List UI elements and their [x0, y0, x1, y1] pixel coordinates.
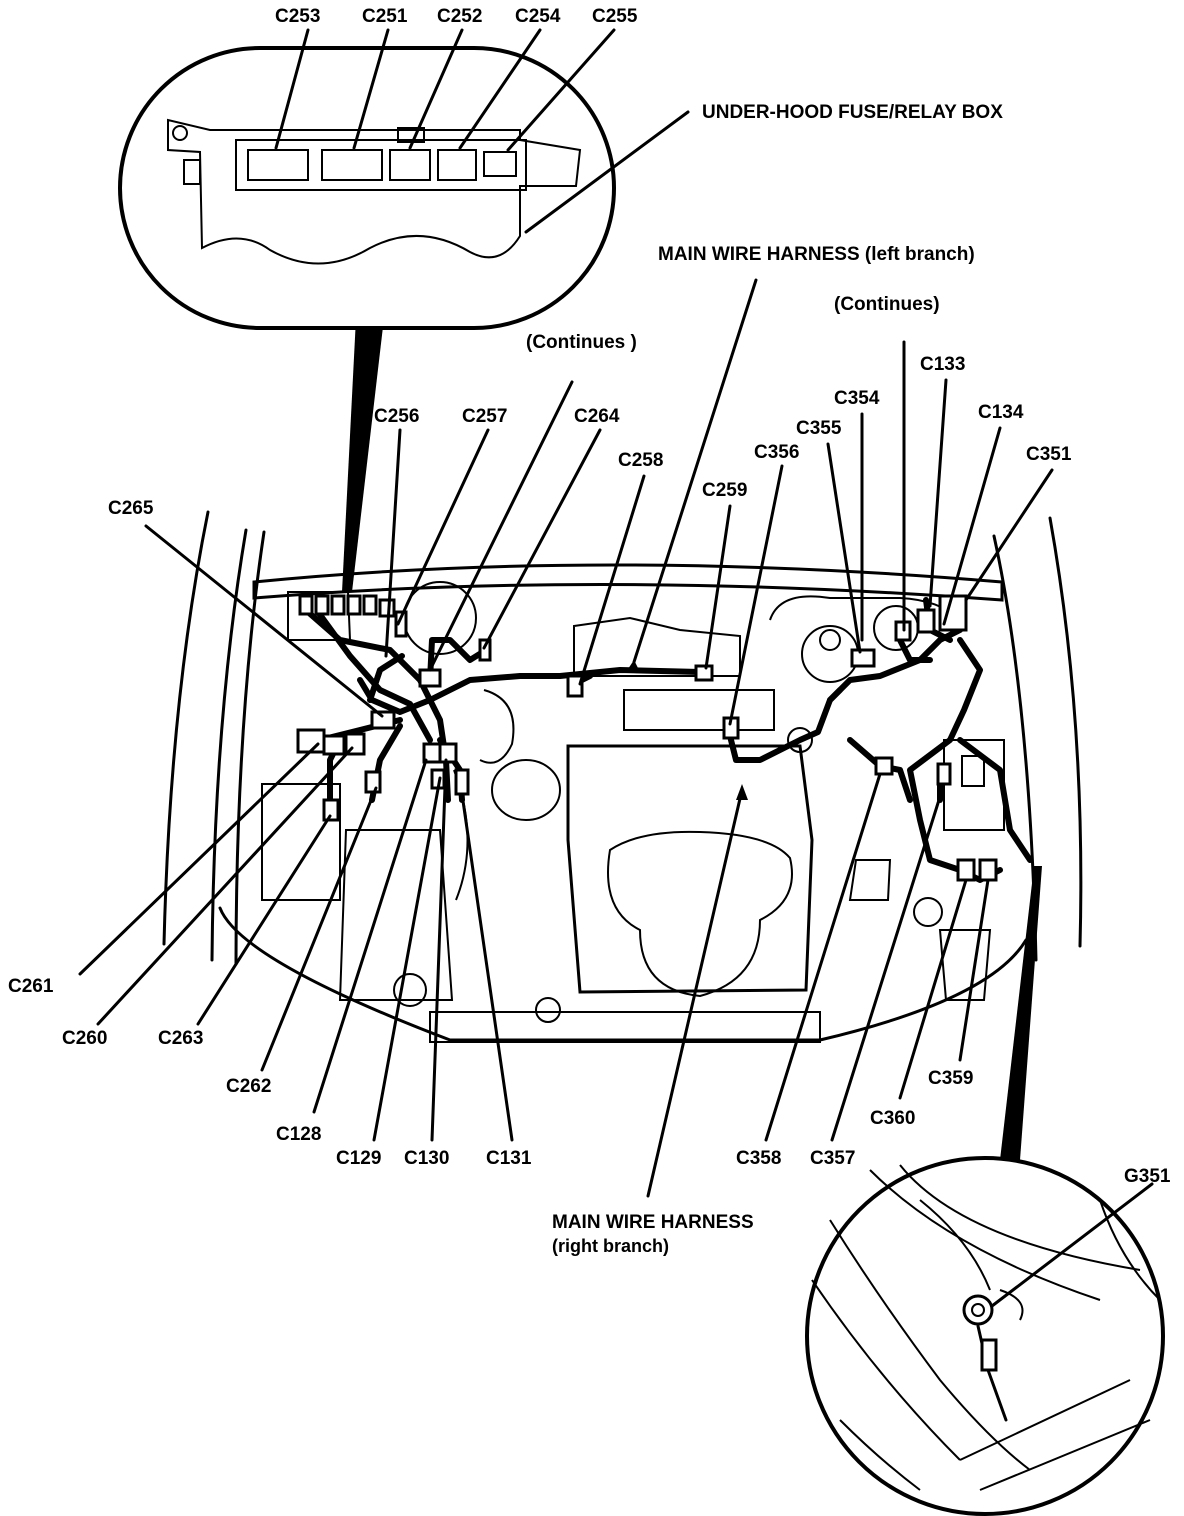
connector-label-c257: C257 [462, 406, 507, 427]
wiring-harness [305, 597, 1033, 883]
connector-label-c131: C131 [486, 1148, 532, 1169]
connector-labels: C256 C257 C264 C265 C258 C259 C356 C355 … [8, 354, 1072, 1169]
connector-label-c261: C261 [8, 976, 54, 997]
connector-label-c358: C358 [736, 1148, 781, 1169]
connector-label-c359: C359 [928, 1068, 973, 1089]
leader-lines [78, 278, 1054, 1198]
connector-label-c357: C357 [810, 1148, 855, 1169]
connector-label-c356: C356 [754, 442, 799, 463]
connector-label-c260: C260 [62, 1028, 107, 1049]
connector-label-c134: C134 [978, 402, 1024, 423]
connector-label-c259: C259 [702, 480, 747, 501]
fuse-relay-box-drawing [167, 118, 582, 265]
harness-label-right-branch: MAIN WIRE HARNESS [552, 1212, 754, 1233]
connector-label-c263: C263 [158, 1028, 203, 1049]
ground-detail-drawing [811, 1164, 1161, 1491]
connector-label-c128: C128 [276, 1124, 321, 1145]
connector-label-c129: C129 [336, 1148, 381, 1169]
connector-label-c255: C255 [592, 6, 638, 27]
connector-label-c355: C355 [796, 418, 842, 439]
harness-label-right-branch-sub: (right branch) [552, 1236, 669, 1256]
connector-label-c354: C354 [834, 388, 880, 409]
connector-label-c265: C265 [108, 498, 154, 519]
ground-label-g351: G351 [1124, 1166, 1171, 1187]
connector-label-c130: C130 [404, 1148, 449, 1169]
connector-label-c133: C133 [920, 354, 965, 375]
continues-label-left: (Continues ) [526, 332, 637, 353]
continues-label-right: (Continues) [834, 294, 940, 315]
connector-label-c256: C256 [374, 406, 419, 427]
connector-label-c251: C251 [362, 6, 408, 27]
connector-label-c258: C258 [618, 450, 663, 471]
connector-label-c254: C254 [515, 6, 561, 27]
harness-labels: (Continues ) (Continues) MAIN WIRE HARNE… [526, 244, 975, 1256]
connector-label-c360: C360 [870, 1108, 915, 1129]
connector-label-c253: C253 [275, 6, 320, 27]
fuse-box-callout: C253 C251 C252 C254 C255 UNDER-HOOD FUSE… [118, 6, 1003, 592]
engine-bay-drawing [162, 510, 1083, 1043]
fuse-box-title: UNDER-HOOD FUSE/RELAY BOX [702, 102, 1003, 123]
harness-label-left-branch: MAIN WIRE HARNESS (left branch) [658, 244, 975, 265]
connector-label-c252: C252 [437, 6, 482, 27]
connector-label-c264: C264 [574, 406, 620, 427]
connector-label-c351: C351 [1026, 444, 1072, 465]
connector-label-c262: C262 [226, 1076, 271, 1097]
ground-callout: G351 [805, 866, 1171, 1516]
